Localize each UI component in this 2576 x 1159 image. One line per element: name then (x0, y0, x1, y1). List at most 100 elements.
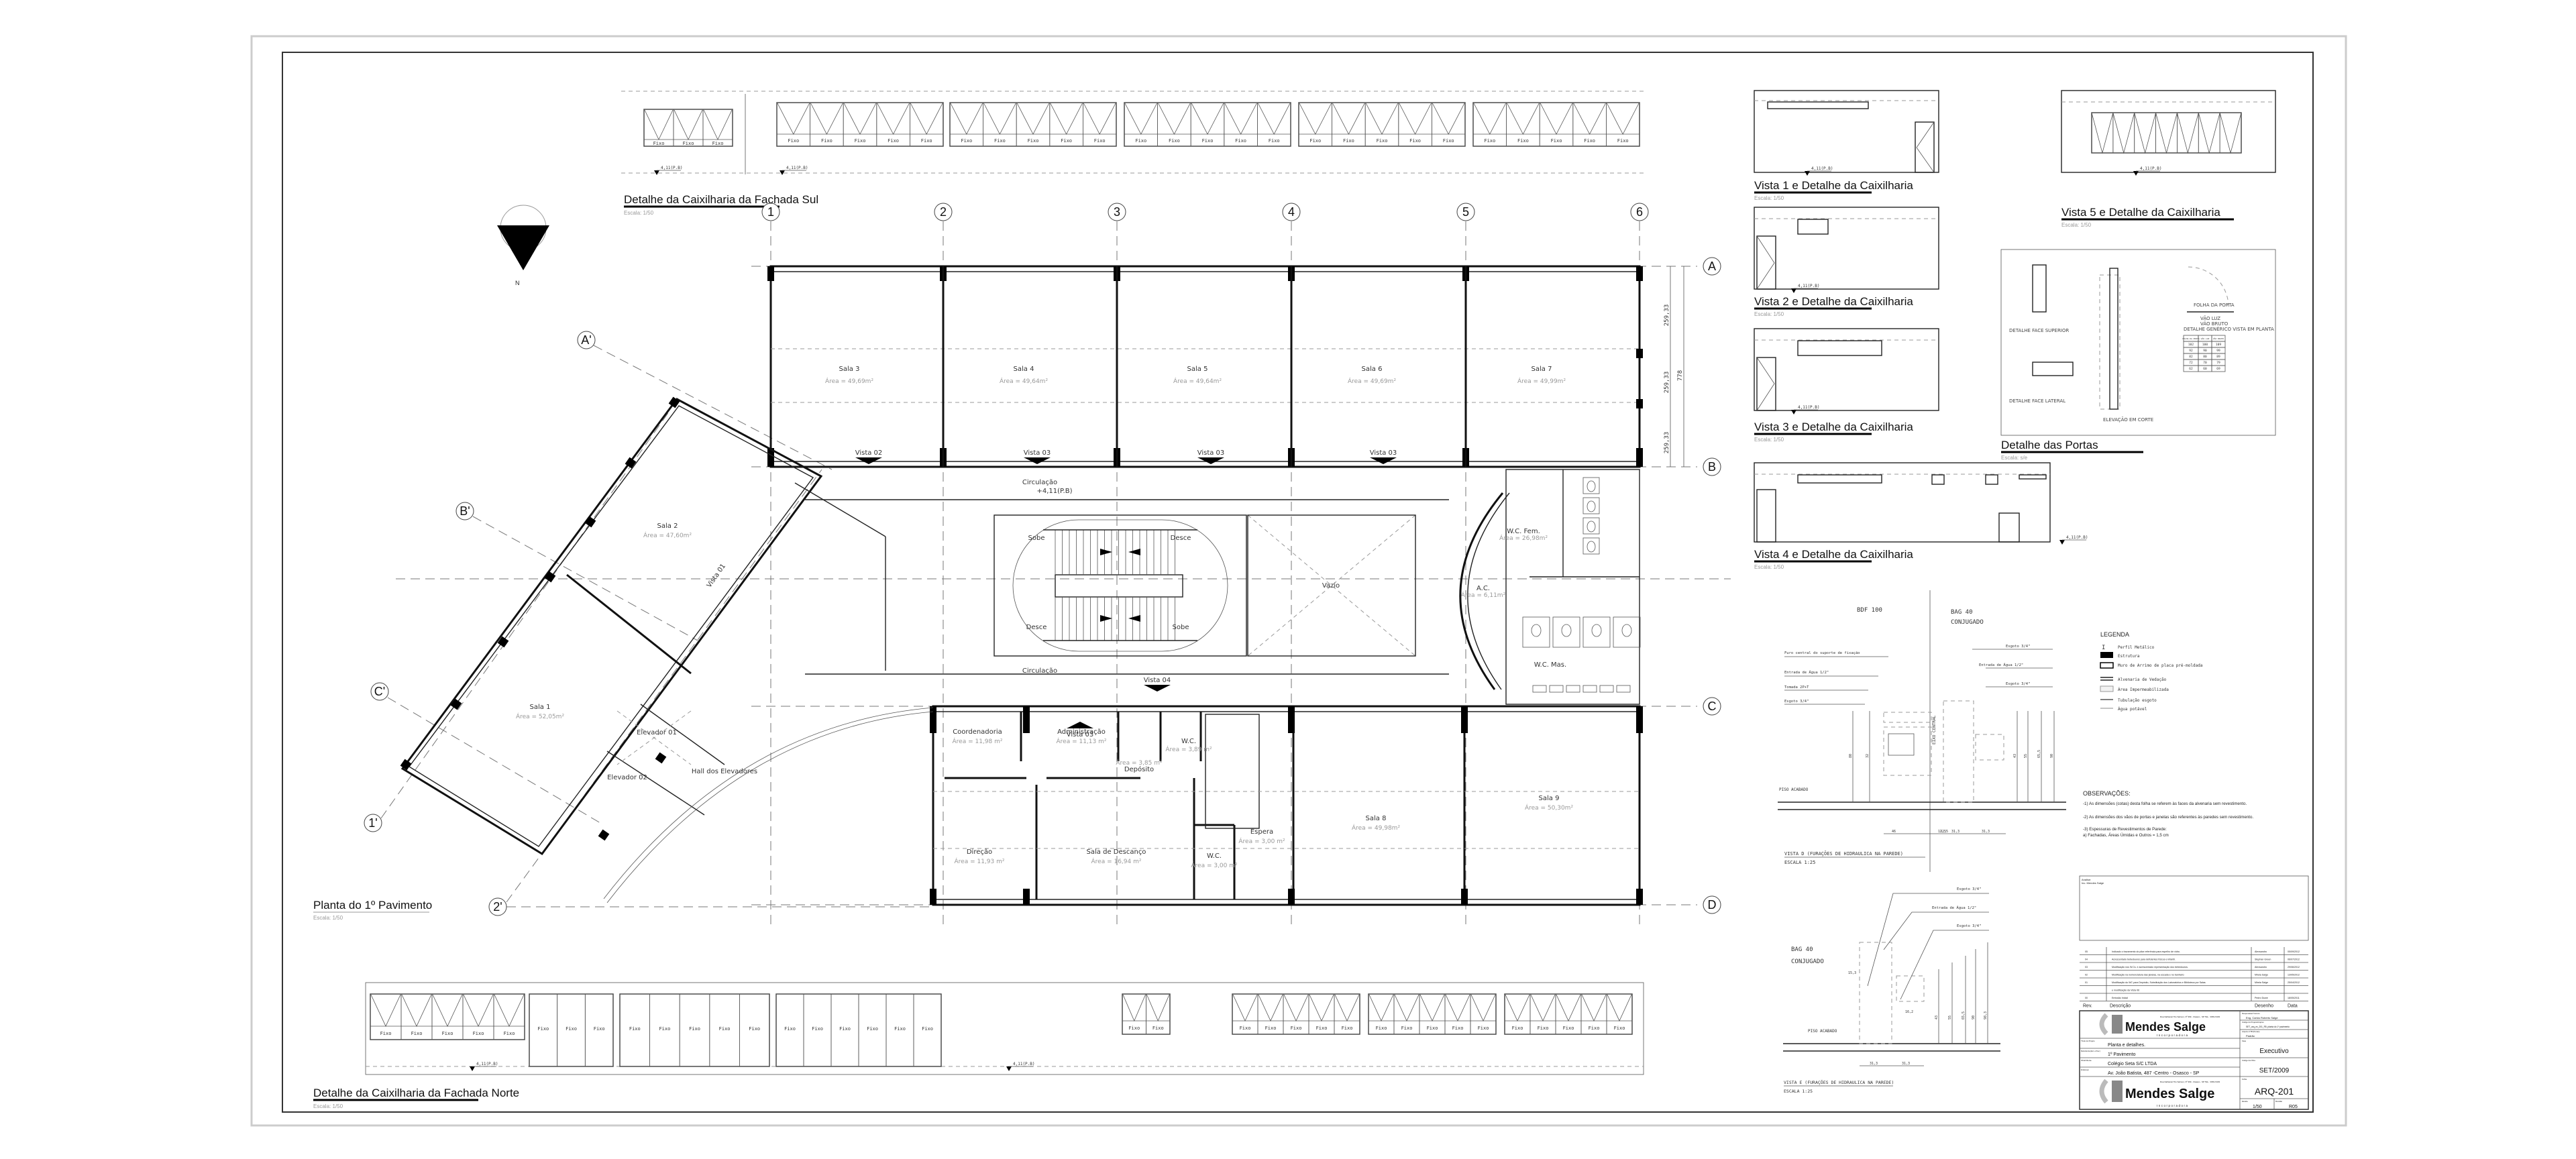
legend-item: Alvenaria de Vedação (2118, 677, 2167, 682)
grid-bubble-label: A' (581, 333, 591, 347)
company-name: Mendes Salge (2125, 1087, 2214, 1101)
structural-column (1636, 448, 1643, 467)
room-name: Sala 9 (1539, 795, 1560, 802)
revision-cell: 05/09/2012 (2288, 950, 2300, 953)
door-detail-scale: Escala: s/e (2001, 455, 2028, 461)
view-markers (855, 457, 1397, 728)
stair-direction-arrow-icon (1100, 549, 1112, 555)
field-label: Revisão (2275, 1100, 2283, 1103)
fixed-panel-label: Fixo (1538, 1026, 1549, 1031)
window-panel (1334, 993, 1360, 1035)
structural-column (767, 448, 774, 467)
revision-header: Rev. (2083, 1004, 2092, 1009)
toilet-icon (1561, 624, 1572, 637)
grid-bubble-label: 2 (940, 205, 947, 219)
legend-title: LEGENDA (2100, 631, 2129, 638)
revision-cell: Pedro Duwe (2255, 997, 2268, 999)
table-cell-text: FOLHA DA PORTA (2182, 337, 2199, 340)
fixed-panel-label: Fixo (1484, 138, 1495, 144)
vista-d-title: VISTA D (FURAÇÕES DE HIDRAULICA NA PARED… (1784, 850, 1903, 857)
revision-cell: 00 (2085, 997, 2088, 999)
dimension-label: 31,3 (1982, 830, 1990, 834)
room-area: Área = 26,98m² (1499, 534, 1548, 542)
fixed-panel-label: Fixo (749, 1026, 760, 1032)
dimension-label: 90 (2050, 754, 2054, 758)
level-label: 4,11(P.B) (1811, 166, 1833, 171)
table-cell-text: 72 (2189, 361, 2193, 365)
plan-title: Planta do 1º Pavimento (313, 899, 432, 912)
address: Av. João Batista, 487 -Centro - Osasco -… (2108, 1071, 2200, 1076)
room-name: Sala 6 (1362, 366, 1383, 373)
field-label: Escala (2242, 1100, 2248, 1103)
room-area: Área = 3,00 m² (1238, 837, 1285, 845)
grid-bubble (577, 331, 596, 349)
view-marker: Vista 03 (1024, 449, 1051, 457)
grid-bubble-label: 1 (767, 205, 774, 219)
fixed-panel-label: Fixo (1409, 138, 1421, 144)
grid-bubble (1703, 457, 1721, 476)
dimension-label: 12,5 (1938, 830, 1946, 834)
structural-column (625, 457, 637, 469)
work-code: SET/2009 (2259, 1067, 2290, 1074)
table-cell-text: VÃO BRUTO (2213, 337, 2224, 340)
grid-bubble-label: 2' (493, 900, 502, 914)
window-panel (1083, 102, 1117, 147)
company-name: Mendes Salge (2125, 1020, 2206, 1034)
north-facade-title: Detalhe da Caixilharia da Fachada Norte (313, 1087, 519, 1099)
bag-label: BAG 40 (1951, 609, 1973, 616)
axis-label: EIXO CENTRAL (1932, 715, 1937, 744)
view-marker-arrow-icon (1067, 722, 1093, 728)
room-name: Sala 2 (657, 522, 678, 530)
field-label: Referência (Ed. e Pav.) (2081, 1050, 2100, 1052)
room-name: Sala 3 (839, 366, 860, 373)
grid-bubble (761, 203, 780, 221)
grid-bubble-label: C' (374, 685, 385, 698)
vista-4-detail: Vista 4 e Detalhe da Caixilharia Escala:… (1754, 462, 2051, 570)
vista-d-scale: ESCALA 1:25 (1784, 860, 1815, 865)
door-label: ELEVAÇÃO EM CORTE (2103, 417, 2153, 423)
company-logo: Mendes Salge Incorporadora Rua Nathaniel… (2099, 1079, 2220, 1107)
south-facade-title: Detalhe da Caixilharia da Fachada Sul (624, 193, 818, 206)
dimension-label: 31,3 (1902, 1062, 1910, 1066)
elevator-label: Elevador 02 (607, 774, 647, 781)
view-marker: Vista 03 (1197, 449, 1225, 457)
grid-bubble-label: 5 (1462, 205, 1469, 219)
table-cell (2211, 365, 2226, 372)
vista-d-callout: Entrada de Água 1/2" (1784, 670, 1829, 675)
fixed-panel-label: Fixo (1584, 138, 1595, 144)
fixed-panel-label: Fixo (784, 1026, 796, 1032)
table-cell-text: 82 (2189, 355, 2193, 359)
fixed-panel-label: Fixo (1269, 138, 1280, 144)
fixed-panel-label: Fixo (683, 141, 694, 146)
vista-d-callout: Esgoto 3/4" (2006, 645, 2030, 649)
fixed-panel-label: Fixo (1551, 138, 1562, 144)
legend-item: Área Impermeabilizada (2118, 687, 2169, 692)
fixed-panel-label: Fixo (855, 138, 866, 144)
vista-1-title: Vista 1 e Detalhe da Caixilharia (1754, 179, 1913, 192)
phase: Executivo (2259, 1048, 2289, 1055)
door-label: FOLHA DA PORTA (2194, 302, 2235, 308)
toilet-stall (1582, 537, 1600, 555)
company-subtitle: Incorporadora (2157, 1034, 2189, 1037)
view-marker-arrow-icon (1370, 457, 1397, 464)
structural-column (930, 706, 936, 733)
circulation-band (805, 469, 1640, 705)
level-marker-icon (2059, 540, 2065, 545)
view-marker: Vista 04 (1144, 677, 1171, 684)
window-opening-mark (2155, 112, 2178, 154)
circulation-label: Circulação (1022, 667, 1057, 675)
level-label: +4,11(P.B) (1037, 488, 1073, 495)
room-area: Área = 49,69m² (825, 377, 874, 385)
table-cell-text: 79 (2216, 361, 2220, 365)
structure-swatch-icon (2100, 652, 2113, 658)
fixed-panel-label: Fixo (1152, 1026, 1164, 1031)
vista-e-title: VISTA E (FURAÇÕES DE HIDRAULICA NA PARED… (1784, 1079, 1894, 1085)
grid-bubble (1108, 203, 1126, 221)
sink-icon (1616, 685, 1631, 693)
dimension-label: 46 (1892, 830, 1896, 834)
fixed-panel-label: Fixo (1452, 1026, 1464, 1031)
vista-3-detail: Vista 3 e Detalhe da Caixilharia Escala:… (1754, 328, 1939, 443)
grid-bubble (934, 203, 953, 221)
legend-item: Perfil Metálico (2118, 645, 2155, 650)
window-panel (1470, 993, 1497, 1035)
